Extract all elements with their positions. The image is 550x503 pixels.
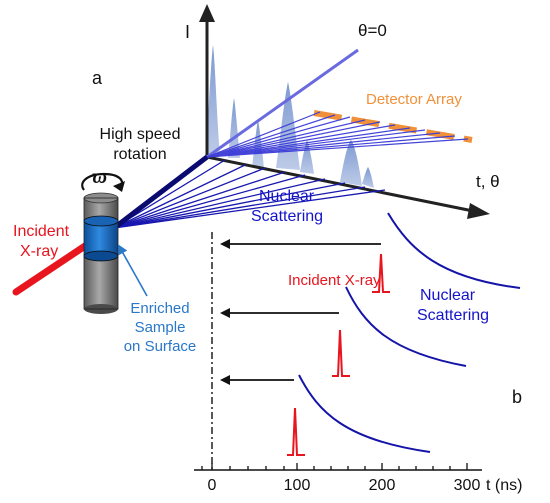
sample-cylinder — [83, 192, 119, 314]
detector-array-label: Detector Array — [366, 91, 462, 108]
sample-pointer — [118, 244, 148, 297]
sample-label-line1: Enriched — [130, 300, 189, 317]
time-axis-label: t, θ — [476, 172, 500, 191]
rotation-arrowhead — [113, 181, 125, 192]
incident-pulse-2 — [332, 329, 350, 377]
panel-b-label: b — [512, 387, 522, 407]
decay-curve-1 — [387, 212, 521, 289]
decay-curve-2 — [345, 286, 467, 367]
incident-pulse-3 — [287, 407, 305, 456]
incident-xray-label-b: Incident X-ray — [288, 272, 381, 289]
intensity-axis-label: I — [185, 22, 190, 42]
pulse-row-2 — [220, 286, 467, 377]
rotation-label-line2: rotation — [113, 146, 166, 163]
theta-zero-label: θ=0 — [358, 21, 387, 40]
nuclear-label-a-line1: Nuclear — [259, 188, 315, 205]
panel-a: a I θ=0 Detector Array t, θ High speed r… — [12, 4, 500, 355]
nuclear-label-a-line2: Scattering — [251, 208, 323, 225]
incident-pulse-1 — [372, 253, 390, 293]
incident-label-line2: X-ray — [20, 243, 58, 260]
time-axis-arrowhead — [467, 203, 490, 219]
tick-label-0: 0 — [208, 477, 217, 494]
nuclear-label-b-line2: Scattering — [417, 307, 489, 324]
decay-curve-3 — [298, 374, 431, 453]
axis-tick-marks — [201, 463, 468, 470]
pulse-row-1 — [220, 212, 521, 293]
theta-zero-line — [206, 48, 359, 159]
incident-label-line1: Incident — [13, 223, 70, 240]
axis-unit-label: t (ns) — [486, 477, 522, 494]
time-axis — [206, 155, 479, 214]
scattered-rays — [206, 111, 469, 158]
sample-label-line2: Sample — [135, 319, 186, 336]
omega-symbol: ϖ — [92, 166, 108, 188]
tick-label-100: 100 — [284, 477, 311, 494]
panel-a-label: a — [92, 68, 103, 88]
rotation-arrow-icon — [81, 172, 124, 191]
rotation-label-line1: High speed — [100, 126, 181, 143]
main-scatter-beam — [112, 155, 209, 230]
panel-b: 0 100 200 300 t (ns) Incident X-ray Nucl… — [194, 212, 522, 494]
intensity-peaks — [206, 45, 374, 188]
nuclear-label-b-line1: Nuclear — [420, 287, 476, 304]
sample-label-line3: on Surface — [124, 338, 197, 355]
pulse-row-3 — [220, 374, 431, 456]
intensity-axis-arrowhead — [199, 4, 215, 22]
tick-label-300: 300 — [454, 477, 481, 494]
tick-label-200: 200 — [369, 477, 396, 494]
detector-array — [313, 110, 473, 143]
